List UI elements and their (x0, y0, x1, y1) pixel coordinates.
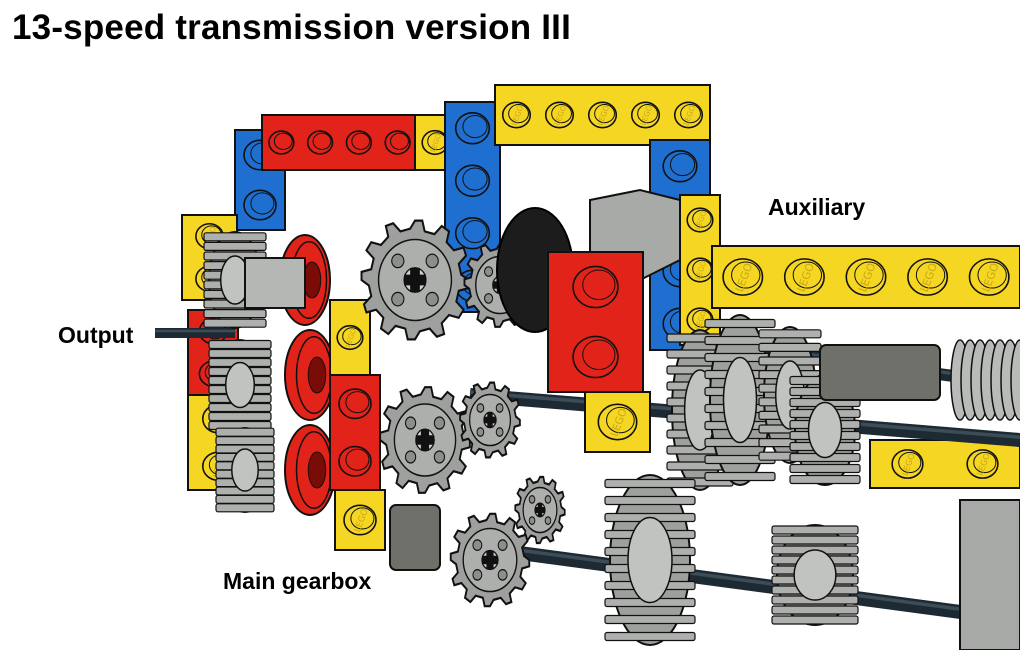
red-clutch-bottom (284, 424, 336, 516)
gear-output-middle (208, 339, 272, 431)
gear-aux-4 (789, 374, 861, 486)
gear-main-lower-small (458, 381, 522, 459)
auxiliary-label: Auxiliary (768, 194, 866, 220)
worm-gear-icon (950, 339, 1020, 421)
gear-aux-2 (704, 314, 776, 486)
output-label: Output (58, 322, 134, 348)
dark-coupling-aux (819, 344, 941, 401)
lower-axle (459, 538, 1020, 627)
gray-driving-ring (244, 257, 306, 309)
page-title: 13-speed transmission version III (12, 8, 572, 47)
gear-output-bottom (215, 427, 275, 513)
gray-housing (959, 499, 1020, 651)
red-beam-center (329, 374, 381, 491)
yellow-block-right: LEGO (584, 391, 651, 453)
red-block-right (547, 251, 644, 393)
gear-lower-main (449, 512, 531, 608)
dark-coupling-main (389, 504, 441, 571)
gear-lower-small (514, 475, 566, 545)
gear-lower-big (604, 474, 696, 646)
red-clutch-middle (284, 329, 336, 421)
main-gearbox-label: Main gearbox (223, 568, 372, 594)
yellow-beam-center-low: LEGO (334, 489, 386, 551)
red-beam-top (261, 114, 418, 171)
gear-lower-right (771, 524, 859, 626)
gear-main-large (360, 219, 470, 341)
yellow-beam-center-mid: LEGO (329, 299, 371, 376)
gear-main-lower (379, 386, 471, 494)
